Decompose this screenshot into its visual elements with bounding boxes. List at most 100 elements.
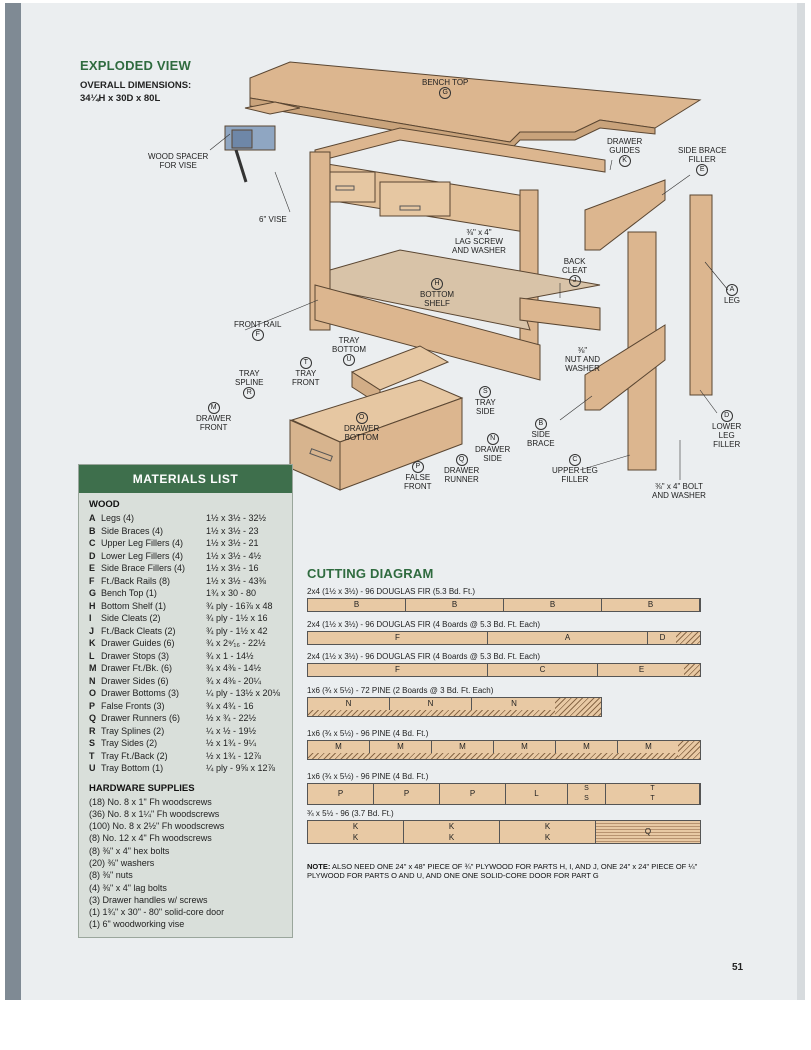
hardware-item: (3) Drawer handles w/ screws — [89, 894, 208, 905]
part-dimensions: ¼ ply - 9⅝ x 12⅞ — [206, 763, 276, 773]
board-segment: N — [390, 698, 472, 710]
part-name: Ft./Back Cleats (2) — [101, 625, 176, 636]
wood-row: D Lower Leg Fillers (4) 1½ x 3½ - 4½ — [79, 550, 292, 563]
part-id: N — [89, 675, 96, 686]
board-label: 1x6 (¾ x 5½) - 96 PINE (4 Bd. Ft.) — [307, 772, 429, 781]
waste-area — [555, 698, 601, 716]
part-dimensions: 1½ x 3½ - 16 — [206, 563, 259, 573]
hardware-item: (36) No. 8 x 1¼" Fh woodscrews — [89, 808, 220, 819]
part-dimensions: ½ x ¾ - 22½ — [206, 713, 257, 723]
wood-spacer-shape — [244, 101, 301, 115]
board-segment: D — [648, 632, 678, 644]
board-segment: F — [308, 664, 488, 676]
part-name: Lower Leg Fillers (4) — [101, 550, 184, 561]
materials-list-title: MATERIALS LIST — [79, 465, 292, 493]
board-segment: P — [308, 784, 374, 804]
hardware-item: (1) 6" woodworking vise — [89, 919, 185, 930]
part-dimensions: ¾ x 1 - 14½ — [206, 650, 254, 661]
board-label: 1x6 (¾ x 5½) - 96 PINE (4 Bd. Ft.) — [307, 729, 429, 738]
part-id: M — [89, 663, 97, 673]
hardware-heading: HARDWARE SUPPLIES — [89, 782, 195, 794]
part-dimensions: ¾ x 4⅜ - 14½ — [206, 663, 262, 673]
wood-row: B Side Braces (4) 1½ x 3½ - 23 — [79, 525, 292, 538]
dimensions-label: OVERALL DIMENSIONS: — [80, 80, 192, 91]
board-label: 1x6 (¾ x 5½) - 72 PINE (2 Boards @ 3 Bd.… — [307, 686, 494, 695]
page-left-edge — [5, 3, 21, 1000]
part-name: Tray Sides (2) — [101, 738, 158, 748]
part-dimensions: 1½ x 3½ - 23 — [206, 525, 259, 536]
part-id: P — [89, 700, 96, 711]
part-id: B — [89, 525, 96, 536]
part-name: Upper Leg Fillers (4) — [101, 538, 184, 548]
exploded-view-illustration — [209, 61, 729, 491]
board-segment: S — [568, 784, 606, 794]
part-dimensions: 1¾ x 30 - 80 — [206, 588, 257, 598]
board-segment: L — [506, 784, 568, 804]
part-id: U — [89, 763, 96, 773]
drawer-front-2 — [379, 181, 451, 217]
wood-heading: WOOD — [89, 499, 120, 510]
part-id: O — [89, 688, 97, 698]
part-dimensions: 1½ x 3½ - 4½ — [206, 550, 262, 561]
part-id: D — [89, 550, 96, 561]
label-lag-screw: ⅜" x 4" LAG SCREW AND WASHER — [452, 228, 506, 255]
part-dimensions: ¼ x ½ - 19½ — [206, 725, 257, 736]
board-segment: K — [404, 832, 500, 843]
cutting-note: NOTE: ALSO NEED ONE 24" x 48" PIECE OF ¾… — [307, 862, 698, 880]
leg-shape — [689, 194, 713, 396]
board-segment: M — [370, 741, 432, 753]
part-name: Drawer Bottoms (3) — [101, 688, 180, 698]
board-segment: P — [440, 784, 506, 804]
board-segment: E — [598, 664, 686, 676]
board-segment: K — [308, 832, 404, 843]
part-name: Drawer Guides (6) — [101, 638, 175, 648]
part-name: Side Braces (4) — [101, 525, 164, 536]
board-segment: B — [308, 599, 406, 611]
part-dimensions: ¾ x 2⁹⁄₁₆ - 22½ — [206, 638, 266, 648]
board-segment: K — [500, 832, 596, 843]
board-segment: P — [374, 784, 440, 804]
part-dimensions: ½ x 1¾ - 9¼ — [206, 738, 257, 748]
hardware-item: (18) No. 8 x 1" Fh woodscrews — [89, 796, 212, 807]
board-segment: T — [606, 784, 700, 794]
dimensions-value: 34¼H x 30D x 80L — [80, 93, 161, 104]
hardware-item: (8) ⅜" x 4" hex bolts — [89, 845, 170, 856]
label-wood-spacer: WOOD SPACER FOR VISE — [148, 152, 209, 170]
board-segment: N — [308, 698, 390, 710]
label-bolt-washer: ⅜" x 4" BOLT AND WASHER — [652, 482, 706, 500]
board-segment: M — [556, 741, 618, 753]
part-dimensions: 1½ x 3½ - 21 — [206, 538, 259, 548]
board-segment: B — [504, 599, 602, 611]
